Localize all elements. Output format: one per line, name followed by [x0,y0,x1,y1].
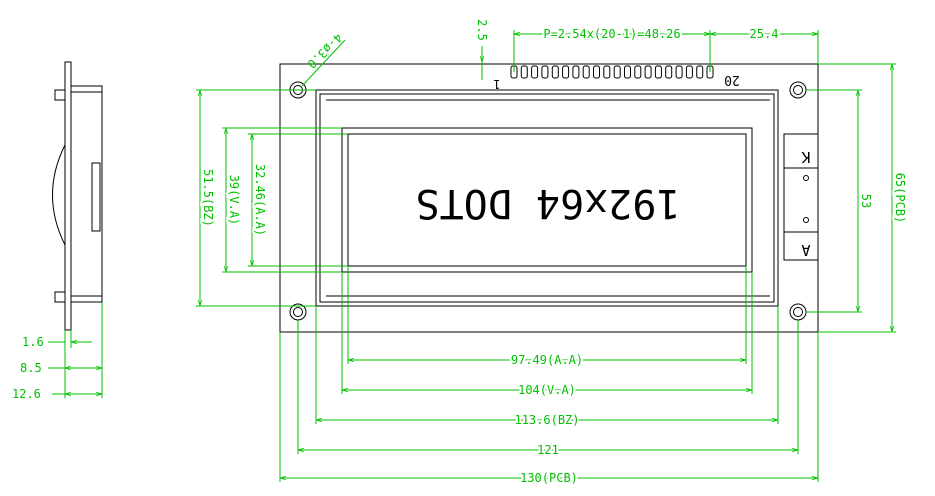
dim-aa-width: 97.49(A.A) [511,353,583,367]
mount-hole-tr [789,81,807,99]
dim-aa-height: 32.46(A.A) [253,164,267,236]
front-view [279,63,819,333]
dim-va-height: 39(V.A) [227,175,241,226]
side-module-body [70,85,103,303]
connector-pin [624,65,631,79]
led-pad-k [803,175,809,181]
connector-pin [593,65,600,79]
display-resolution-label: 192x64 DOTS [416,180,681,226]
connector-pin [696,65,704,79]
active-area [347,133,747,267]
side-connector-top [54,89,66,101]
led-pad-a [803,217,809,223]
viewing-area [341,127,753,273]
front-dimensions [196,30,896,482]
dim-right-offset: 25.4 [750,27,779,41]
dim-side-1-6: 1.6 [22,335,44,349]
dim-pcb-width: 130(PCB) [520,471,578,485]
dim-bz-width: 113.6(BZ) [514,413,579,427]
connector-pin [634,65,642,79]
dim-top-offset: 2.5 [475,19,489,41]
side-pcb [64,61,72,331]
connector-pin [685,65,693,79]
dim-hole-span-h: 121 [537,443,559,457]
side-connector-bottom [54,291,66,303]
dim-pin-pitch: P=2.54x(20-1)=48.26 [543,27,680,41]
connector-pin [665,65,673,79]
dim-side-8-5: 8.5 [20,361,42,375]
connector-pin [551,65,559,79]
side-backlight [91,162,101,232]
connector-pin [613,65,621,79]
connector-pin [675,65,683,79]
bezel-outline [315,89,779,307]
dim-va-width: 104(V.A) [518,383,576,397]
dim-hole-diameter: 4-ø3.0 [305,31,346,72]
connector-pin [603,65,611,79]
side-curve [52,144,66,246]
dim-pcb-height: 65(PCB) [893,173,907,224]
led-k-label: K [801,148,810,166]
connector-pin [531,65,539,79]
connector-pins [510,65,714,79]
connector-pin [654,65,662,79]
connector-pin [541,65,549,79]
led-a-label: A [801,241,810,259]
connector-pin [572,65,580,79]
bezel-inner [319,93,775,303]
connector-pin [562,65,570,79]
pin-1-label: 1 [493,77,500,91]
connector-pin [520,65,528,79]
dim-bz-height: 51.5(BZ) [201,169,215,227]
dim-side-12-6: 12.6 [12,387,41,401]
side-view [52,61,103,331]
backlight-tab [783,133,819,261]
side-dimensions [48,302,103,398]
connector-pin [644,65,652,79]
dim-hole-span-v: 53 [859,194,873,208]
connector-pin [582,65,590,79]
mount-hole-br [789,303,807,321]
pin-20-label: 20 [724,72,740,87]
